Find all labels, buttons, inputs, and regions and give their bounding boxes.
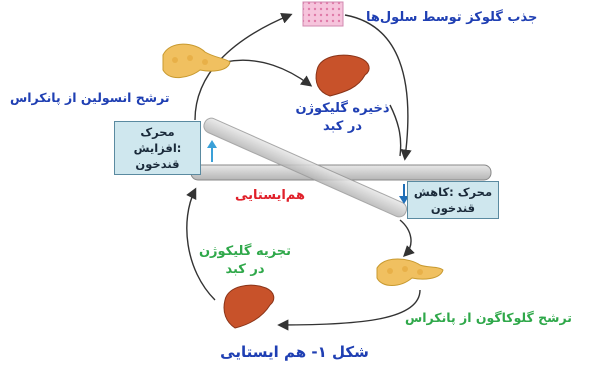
decrease-stimulus-line1: محرک :کاهش	[413, 185, 493, 199]
increase-stimulus-line1: محرک :افزایش	[133, 125, 182, 155]
down-arrow-icon	[399, 184, 409, 204]
tilted-balance-bar	[203, 117, 408, 218]
glycogen-storage-label: ذخیره گلیکوژن در کبد	[290, 100, 395, 136]
arrow-cells-to-homeostasis	[344, 14, 412, 161]
up-arrow-icon	[207, 140, 217, 162]
figure-caption: شکل ۱- هم ایستایی	[220, 343, 369, 361]
cells-icon	[302, 1, 344, 27]
pancreas-icon	[376, 258, 444, 286]
insulin-secretion-label: ترشح انسولین از پانکراس	[10, 90, 170, 105]
pancreas-icon	[162, 43, 231, 78]
arrow-to-liver-breakdown	[277, 289, 421, 331]
decrease-stimulus-box: محرک :کاهش قندخون	[407, 181, 499, 219]
homeostasis-label: هم‌ایستایی	[235, 188, 305, 203]
glycogen-storage-line1: ذخیره گلیکوژن	[295, 101, 390, 116]
glucagon-secretion-label: ترشح گلوکاگون از پانکراس	[405, 310, 572, 325]
arrow-breakdown-to-bar	[186, 187, 216, 301]
arrow-storage-to-bar	[389, 104, 402, 157]
glycogen-breakdown-line2: در کبد	[225, 262, 265, 277]
glucose-uptake-label: جذب گلوکز توسط سلول‌ها	[366, 10, 538, 25]
glycogen-breakdown-label: تجزیه گلیکوژن در کبد	[195, 243, 295, 279]
increase-stimulus-box: محرک :افزایش قندخون	[114, 121, 201, 175]
glycogen-breakdown-line1: تجزیه گلیکوژن	[198, 244, 292, 259]
liver-icon	[315, 54, 370, 97]
liver-icon	[223, 284, 275, 329]
increase-stimulus-line2: قندخون	[135, 157, 180, 171]
glycogen-storage-line2: در کبد	[322, 119, 363, 134]
arrow-to-liver-storage	[224, 59, 313, 87]
arrow-to-pancreas-bottom	[399, 219, 415, 257]
decrease-stimulus-line2: قندخون	[430, 201, 476, 215]
